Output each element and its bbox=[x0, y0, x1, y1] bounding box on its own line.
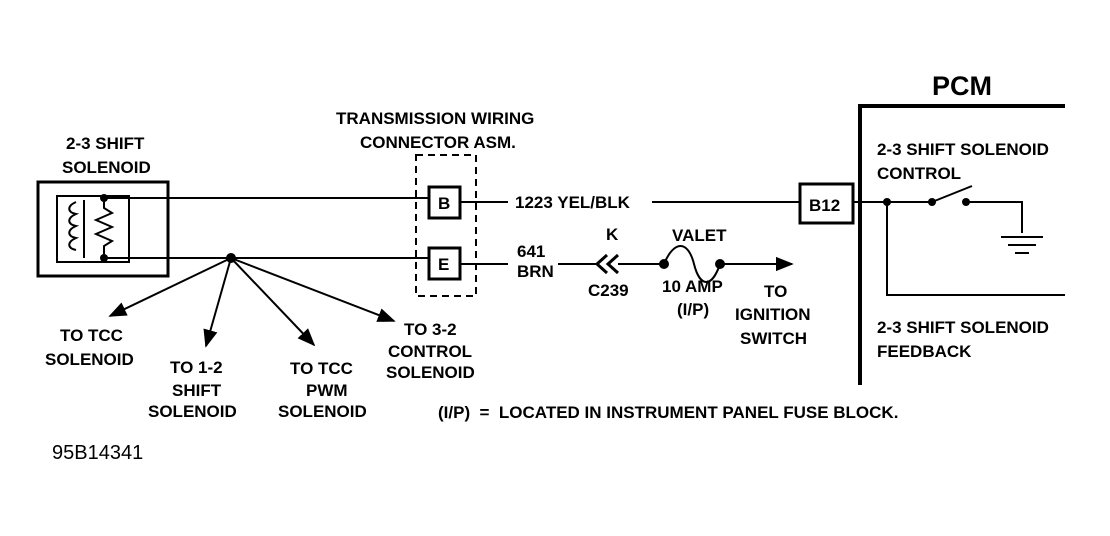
feedback-wire bbox=[886, 202, 1065, 296]
branch-pwm-label-2: PWM bbox=[306, 381, 348, 400]
fuse-name-label: VALET bbox=[672, 226, 727, 245]
fuse-rating-label: 10 AMP bbox=[662, 277, 723, 296]
c239-connector-icon bbox=[594, 253, 620, 275]
branch-12-arrow bbox=[203, 257, 232, 348]
branch-pwm-label-3: SOLENOID bbox=[278, 402, 367, 421]
pcm-title: PCM bbox=[932, 71, 992, 101]
fuse-location-label: (I/P) bbox=[677, 300, 709, 319]
pcm-border bbox=[858, 104, 1065, 385]
connector-asm-label-1: TRANSMISSION WIRING bbox=[336, 109, 534, 128]
pin-b12-box bbox=[798, 182, 855, 225]
ignition-label-1: TO bbox=[764, 282, 787, 301]
solenoid-inner-box bbox=[56, 195, 130, 263]
branch-pwm-arrow bbox=[230, 257, 316, 347]
coil-icon bbox=[68, 201, 80, 251]
branch-tcc-label-2: SOLENOID bbox=[45, 350, 134, 369]
branch-12-label-3: SOLENOID bbox=[148, 402, 237, 421]
pin-b-box bbox=[427, 185, 462, 220]
ground-icon bbox=[1001, 236, 1043, 254]
solenoid-outer-box bbox=[36, 180, 170, 278]
connector-dashed-box bbox=[415, 154, 477, 297]
branch-32-label-2: CONTROL bbox=[388, 342, 472, 361]
solenoid-label-1: 2-3 SHIFT bbox=[66, 134, 145, 153]
branch-32-label-1: TO 3-2 bbox=[404, 320, 457, 339]
fuse-icon bbox=[663, 245, 721, 283]
pcm-wire-to-ground bbox=[966, 201, 1023, 233]
feedback-label-1: 2-3 SHIFT SOLENOID bbox=[877, 318, 1049, 337]
branch-tcc-label-1: TO TCC bbox=[60, 326, 123, 345]
branch-32-label-3: SOLENOID bbox=[386, 363, 475, 382]
ignition-label-3: SWITCH bbox=[740, 329, 807, 348]
branch-pwm-label-1: TO TCC bbox=[290, 359, 353, 378]
wire-1223-label: 1223 YEL/BLK bbox=[515, 193, 631, 212]
wire-641-color: BRN bbox=[517, 262, 554, 281]
circuit-641: 641 BRN K C239 VALET 10 AMP (I/P) TO IGN… bbox=[104, 225, 811, 348]
branch-32-arrow bbox=[230, 257, 396, 322]
pin-b-label: B bbox=[438, 194, 450, 213]
shift-solenoid: 2-3 SHIFT SOLENOID bbox=[36, 134, 170, 278]
branch-12-label-1: TO 1-2 bbox=[170, 358, 223, 377]
c239-id-label: C239 bbox=[588, 281, 629, 300]
c239-pin-label: K bbox=[606, 225, 619, 244]
figure-code: 95B14341 bbox=[52, 442, 143, 464]
switch-icon bbox=[928, 185, 973, 206]
wire-641-num: 641 bbox=[517, 242, 545, 261]
ignition-label-2: IGNITION bbox=[735, 305, 811, 324]
feedback-label-2: FEEDBACK bbox=[877, 342, 972, 361]
pin-e-label: E bbox=[438, 255, 449, 274]
location-note: (I/P) = LOCATED IN INSTRUMENT PANEL FUSE… bbox=[438, 403, 898, 422]
control-label-2: CONTROL bbox=[877, 164, 961, 183]
circuit-1223: 1223 YEL/BLK B12 bbox=[104, 182, 860, 225]
branch-12-label-2: SHIFT bbox=[172, 381, 222, 400]
control-label-1: 2-3 SHIFT SOLENOID bbox=[877, 140, 1049, 159]
wiring-connector-asm: TRANSMISSION WIRING CONNECTOR ASM. B E bbox=[336, 109, 534, 297]
resistor-icon bbox=[93, 198, 115, 258]
solenoid-label-2: SOLENOID bbox=[62, 158, 151, 177]
pcm-internal-circuit: 2-3 SHIFT SOLENOID CONTROL 2-3 SHIFT SOL… bbox=[860, 140, 1065, 361]
pin-b12-label: B12 bbox=[809, 196, 840, 215]
pcm-module: PCM bbox=[858, 71, 1065, 385]
splice-branches: TO TCC SOLENOID TO 1-2 SHIFT SOLENOID TO… bbox=[45, 257, 475, 421]
branch-tcc-arrow bbox=[108, 257, 232, 317]
connector-asm-label-2: CONNECTOR ASM. bbox=[360, 133, 516, 152]
